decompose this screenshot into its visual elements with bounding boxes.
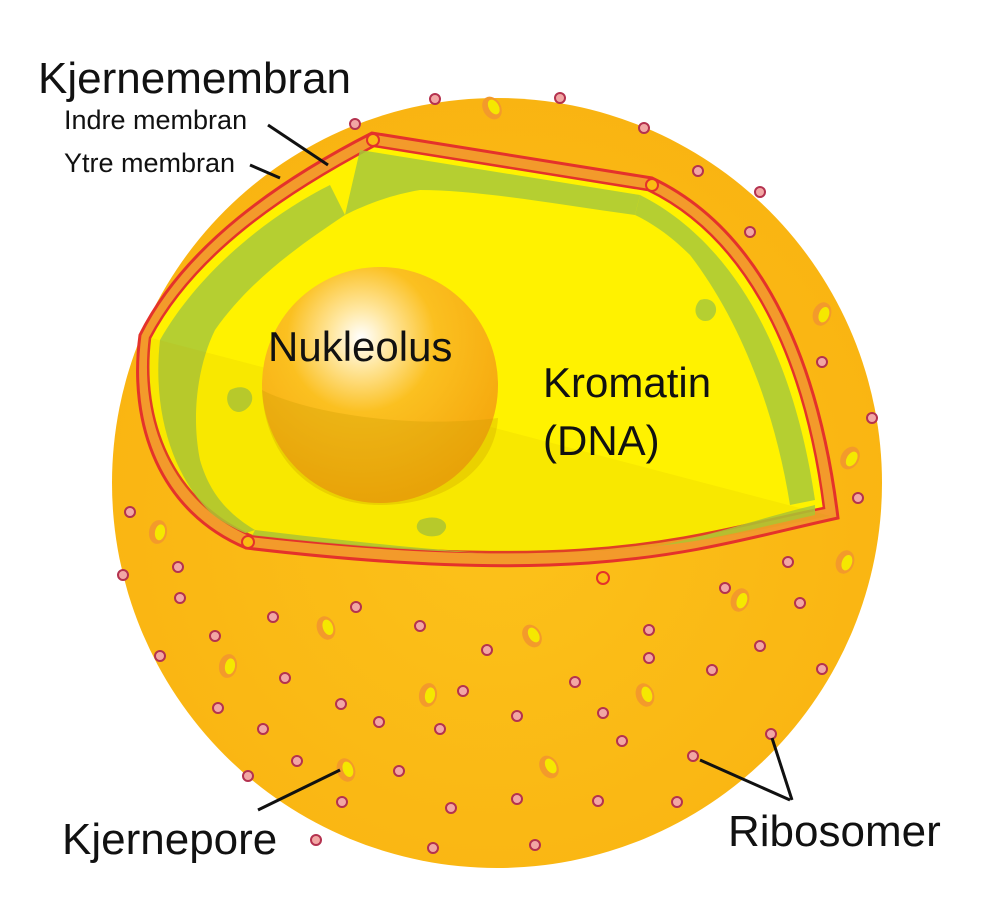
ribosome	[597, 707, 609, 719]
ribosome	[414, 620, 426, 632]
ribosome	[692, 165, 704, 177]
ribosome	[445, 802, 457, 814]
nuclear-pore	[539, 755, 559, 779]
ribosome	[373, 716, 385, 728]
ribosome	[242, 770, 254, 782]
nuclear-pore	[218, 654, 238, 678]
ribosome	[209, 630, 221, 642]
ribosome	[212, 702, 224, 714]
ribosome	[554, 92, 566, 104]
ribosome	[852, 492, 864, 504]
ribosome	[569, 676, 581, 688]
nuclear-pore	[418, 683, 438, 707]
nuclear-pore	[840, 446, 860, 470]
ribosome	[336, 796, 348, 808]
ribosome	[782, 556, 794, 568]
leader-ribosome-b	[770, 737, 794, 801]
ribosome	[592, 795, 604, 807]
ribosome	[687, 750, 699, 762]
label-nuclear-envelope: Kjernemembran	[38, 54, 352, 103]
ribosome	[335, 698, 347, 710]
ribosome	[529, 839, 541, 851]
ribosome	[511, 710, 523, 722]
ribosome	[117, 569, 129, 581]
ribosome	[457, 685, 469, 697]
nuclear-pore	[812, 302, 832, 326]
ribosome	[310, 834, 322, 846]
nuclear-pore	[522, 624, 542, 648]
ribosome	[671, 796, 683, 808]
ribosome	[154, 650, 166, 662]
ribosome	[279, 672, 291, 684]
ribosome	[816, 356, 828, 368]
label-nuclear-pore: Kjernepore	[62, 815, 278, 864]
leader-ribosome-a	[699, 758, 791, 802]
leader-outer-membrane	[249, 163, 281, 180]
ribosome	[643, 652, 655, 664]
ribosome	[481, 644, 493, 656]
ribosome	[427, 842, 439, 854]
label-outer-membrane: Ytre membran	[64, 148, 236, 178]
nuclear-pore	[336, 758, 356, 782]
nuclear-pore	[835, 550, 855, 574]
leader-inner-membrane	[267, 123, 329, 167]
nuclear-pore	[316, 616, 336, 640]
ribosome	[174, 592, 186, 604]
ribosome	[434, 723, 446, 735]
nuclear-pore	[482, 96, 502, 120]
ribosome	[257, 723, 269, 735]
label-chromatin: Kromatin	[543, 359, 712, 406]
ribosome	[350, 601, 362, 613]
label-chromatin-dna: (DNA)	[543, 417, 660, 464]
ribosome	[511, 793, 523, 805]
label-nucleolus: Nukleolus	[268, 323, 453, 370]
leader-nuclear-pore	[257, 768, 341, 812]
leader-lines	[249, 123, 794, 812]
ribosomes	[117, 92, 878, 854]
ribosome	[706, 664, 718, 676]
membrane-pores	[241, 133, 659, 585]
ribosome	[744, 226, 756, 238]
nuclear-pores	[148, 96, 860, 782]
label-ribosomes: Ribosomer	[728, 807, 941, 856]
ribosome	[349, 118, 361, 130]
ribosome	[643, 624, 655, 636]
ribosome	[816, 663, 828, 675]
ribosome	[124, 506, 136, 518]
ribosome	[616, 735, 628, 747]
nucleolus	[262, 267, 498, 503]
ribosome	[754, 640, 766, 652]
ribosome	[393, 765, 405, 777]
ribosome	[638, 122, 650, 134]
ribosome	[719, 582, 731, 594]
nuclear-pore	[730, 588, 750, 612]
ribosome	[291, 755, 303, 767]
label-inner-membrane: Indre membran	[64, 105, 248, 135]
ribosome	[267, 611, 279, 623]
ribosome	[754, 186, 766, 198]
nuclear-pore	[148, 520, 168, 544]
chromatin	[158, 150, 815, 554]
nuclear-pore	[635, 683, 655, 707]
ribosome	[172, 561, 184, 573]
ribosome	[429, 93, 441, 105]
nucleolus-shadow	[262, 390, 498, 505]
ribosome	[794, 597, 806, 609]
ribosome	[765, 728, 777, 740]
ribosome	[866, 412, 878, 424]
